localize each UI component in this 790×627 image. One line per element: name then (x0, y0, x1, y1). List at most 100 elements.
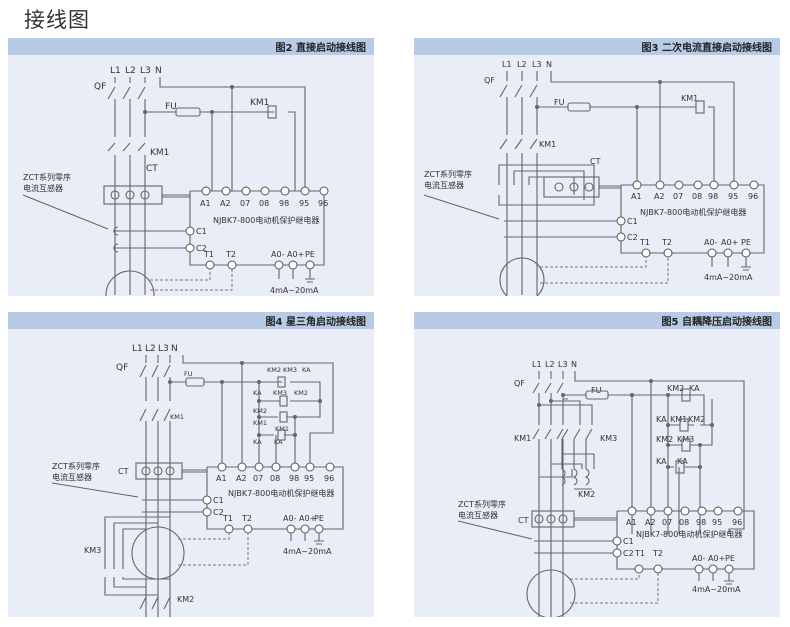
terminal-96: 96 (318, 199, 328, 208)
terminal-a0-plus: A0+ (708, 554, 725, 563)
terminal-t2: T2 (241, 514, 252, 523)
label-ct: CT (590, 157, 601, 166)
relay-outline (189, 190, 325, 266)
label-km3: KM3 (84, 546, 101, 555)
label-km1-coil: KM1 (681, 94, 698, 103)
diagram-panel-star-delta: 图4 星三角启动接线图 L1 L2 L3 N QF FU KM1 KM2 KM3… (8, 312, 374, 617)
label-ct: CT (518, 516, 529, 525)
relay-name: NJBK7-800电动机保护继电器 (636, 529, 742, 539)
label-ct: CT (118, 467, 129, 476)
label-km3-coil: KM3 (273, 389, 287, 397)
label-l1: L1 (532, 360, 542, 369)
panel-title: 图3 二次电流直接启动接线图 (641, 43, 772, 54)
terminal-07: 07 (673, 192, 683, 201)
label-qf: QF (94, 82, 106, 92)
terminal-98: 98 (279, 199, 289, 208)
label-l2: L2 (517, 60, 527, 69)
terminal-a1: A1 (631, 192, 642, 201)
terminal-a0-minus: A0- (704, 238, 718, 247)
ct-block (531, 510, 575, 528)
label-km1-coil: KM1 (250, 98, 269, 108)
top-control-wires (145, 77, 306, 191)
label-zct-1: ZCT系列零序 (23, 172, 71, 182)
km1-coil (267, 105, 277, 119)
fuse (175, 107, 201, 117)
wiring-diagram: L1 L2 L3 N QF FU KM1 KM1 CT ZCT系列零序 电流互感… (423, 60, 765, 296)
terminal-c2: C2 (623, 549, 634, 558)
terminal-c2: C2 (627, 233, 638, 242)
label-l1: L1 (110, 66, 121, 76)
label-zct-1: ZCT系列零序 (424, 169, 472, 179)
terminal-95: 95 (712, 518, 722, 527)
analog-output-label: 4mA~20mA (692, 585, 741, 594)
terminal-08: 08 (270, 474, 280, 483)
terminal-c1: C1 (196, 227, 207, 236)
terminal-95: 95 (299, 199, 309, 208)
label-ka-contact: KA (689, 384, 700, 393)
terminal-a1: A1 (626, 518, 637, 527)
terminal-t1: T1 (634, 549, 645, 558)
terminal-c2: C2 (196, 244, 207, 253)
label-zct-2: 电流互感器 (23, 183, 63, 193)
label-n: N (546, 60, 552, 69)
terminal-t2: T2 (661, 238, 672, 247)
label-l1: L1 (132, 344, 143, 354)
label-zct-1: ZCT系列零序 (52, 461, 100, 471)
terminal-98: 98 (708, 192, 718, 201)
relay-name: NJBK7-800电动机保护继电器 (640, 207, 746, 217)
terminal-t1: T1 (203, 250, 214, 259)
terminal-08: 08 (692, 192, 702, 201)
label-zct-2: 电流互感器 (458, 510, 498, 520)
terminal-96: 96 (732, 518, 742, 527)
panel-header: 图3 二次电流直接启动接线图 (414, 38, 780, 55)
label-l3: L3 (158, 344, 169, 354)
ct-block (103, 185, 163, 205)
label-qf: QF (514, 379, 525, 388)
terminal-a0-plus: A0+ (299, 514, 316, 523)
terminal-pe: PE (725, 554, 735, 563)
wiring-diagram: L1 L2 L3 N QF FU KM1 KM3 KM2 KM2 KA KA K… (457, 360, 755, 617)
diagram-panel-secondary-current: 图3 二次电流直接启动接线图 L1 L2 L3 N QF FU KM1 KM1 … (414, 38, 780, 296)
terminal-pe: PE (741, 238, 751, 247)
terminal-a2: A2 (236, 474, 247, 483)
bottom-terminals: T1 T2 A0- A0+ PE (203, 250, 315, 270)
ct-block (543, 176, 600, 198)
terminal-c1: C1 (623, 537, 634, 546)
label-km3: KM3 (600, 434, 617, 443)
terminal-a2: A2 (654, 192, 665, 201)
label-qf: QF (484, 76, 495, 85)
terminal-a2: A2 (645, 518, 656, 527)
label-km1: KM1 (539, 140, 556, 149)
terminal-a0-minus: A0- (283, 514, 297, 523)
label-l1: L1 (502, 60, 512, 69)
terminal-98: 98 (696, 518, 706, 527)
terminal-a0-plus: A0+ (721, 238, 738, 247)
label-n: N (571, 360, 577, 369)
terminal-96: 96 (324, 474, 334, 483)
panel-title: 图4 星三角启动接线图 (265, 317, 366, 328)
label-km2: KM2 (177, 595, 194, 604)
label-km2: KM2 (578, 490, 595, 499)
label-zct-2: 电流互感器 (52, 472, 92, 482)
label-ct: CT (146, 164, 158, 174)
label-ka-contact: KA (302, 366, 311, 374)
terminal-t2: T2 (652, 549, 663, 558)
terminal-a1: A1 (200, 199, 211, 208)
label-ka-contact: KA (656, 415, 667, 424)
label-zct-1: ZCT系列零序 (458, 499, 506, 509)
autotransformer-wiring (539, 398, 595, 490)
label-km2-coil: KM2 (267, 366, 281, 374)
panel-header: 图4 星三角启动接线图 (8, 312, 374, 329)
top-terminals: A1 A2 07 08 98 95 96 (200, 186, 329, 208)
motor (105, 270, 155, 296)
relay-name: NJBK7-800电动机保护继电器 (228, 488, 334, 498)
label-km1: KM1 (514, 434, 531, 443)
terminal-a0-plus: A0+ (287, 250, 304, 259)
analog-output-label: 4mA~20mA (283, 547, 332, 556)
wiring-diagram: L1 L2 L3 N QF FU KM1 KM2 KM3 KA KA KM3 K… (51, 344, 344, 617)
wiring-diagram: L1 L2 L3 N QF FU KM1 KM1 CT ZCT系列零序 电流互感… (22, 66, 329, 296)
label-fu: FU (554, 98, 565, 107)
panel-title: 图5 自耦降压启动接线图 (661, 317, 772, 328)
terminal-07: 07 (253, 474, 263, 483)
label-km1: KM1 (150, 148, 169, 158)
